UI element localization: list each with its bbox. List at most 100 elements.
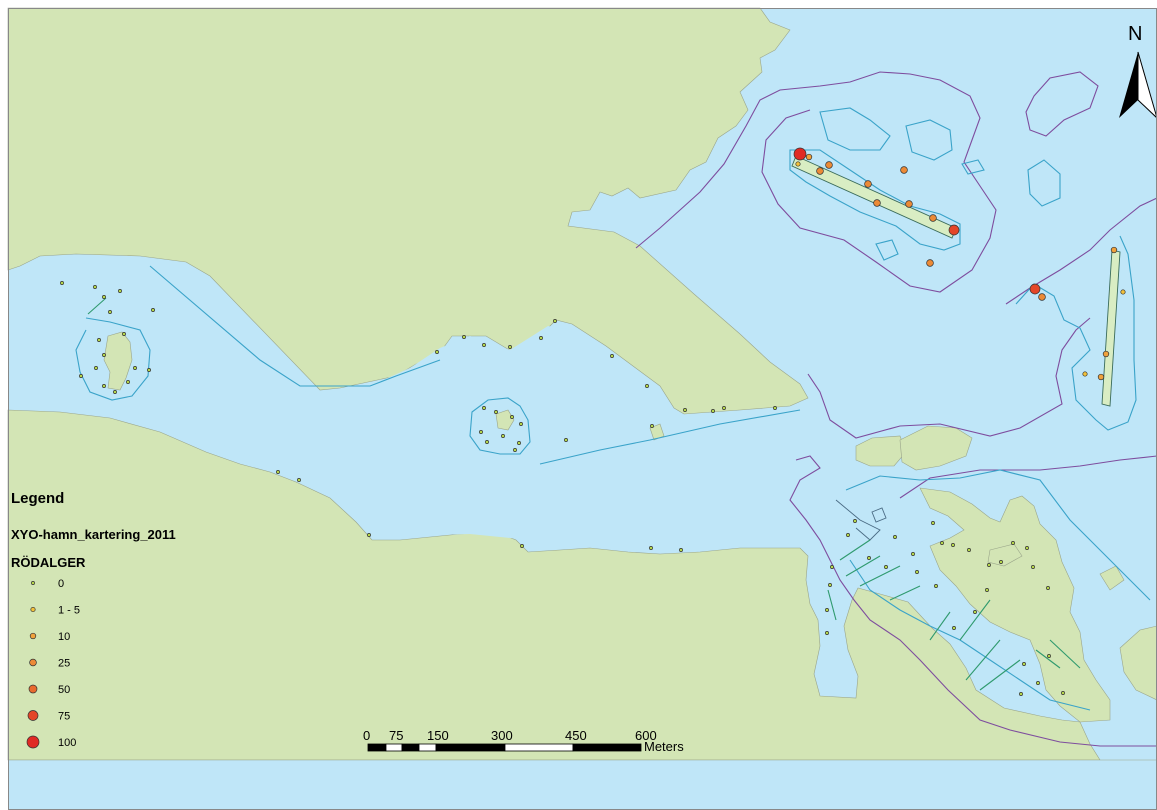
sample-point xyxy=(93,285,97,289)
contour-deep-channel xyxy=(807,317,1091,439)
legend-symbol xyxy=(29,658,37,667)
sample-point xyxy=(645,384,649,388)
legend-symbol xyxy=(26,735,40,749)
legend-symbol xyxy=(31,581,35,585)
sample-point xyxy=(1011,541,1015,545)
legend-label: 10 xyxy=(58,631,70,643)
scale-segment xyxy=(572,743,642,752)
legend-symbol xyxy=(27,710,39,721)
sample-point xyxy=(1097,373,1105,381)
scale-tick-label: 0 xyxy=(363,728,370,743)
contour-deep-ring xyxy=(1025,71,1099,137)
sample-point xyxy=(1110,246,1118,254)
sample-point xyxy=(1036,681,1040,685)
sample-point xyxy=(519,422,523,426)
contour-shallow-ring-1 xyxy=(819,107,891,151)
sample-point xyxy=(900,166,908,174)
sample-point xyxy=(893,535,897,539)
sample-point xyxy=(825,161,833,169)
sample-point xyxy=(102,353,106,357)
north-label: N xyxy=(1128,23,1142,45)
contour-shallow-north-isl xyxy=(789,149,961,251)
contour-dark-fringe xyxy=(835,499,881,541)
sample-point xyxy=(276,470,280,474)
sample-point xyxy=(973,610,977,614)
sample-point xyxy=(853,519,857,523)
sample-point xyxy=(864,180,872,188)
scale-tick-label: 75 xyxy=(389,728,403,743)
sample-point xyxy=(951,543,955,547)
sample-point xyxy=(711,409,715,413)
sample-point xyxy=(952,626,956,630)
sample-point xyxy=(126,380,130,384)
land-se-complex xyxy=(919,487,1111,723)
sample-point xyxy=(683,408,687,412)
sample-point xyxy=(462,335,466,339)
sample-points xyxy=(60,147,1126,696)
sample-point xyxy=(867,556,871,560)
sample-point xyxy=(915,570,919,574)
sample-point xyxy=(610,354,614,358)
sample-point xyxy=(118,289,122,293)
legend-layer: XYO-hamn_kartering_2011 xyxy=(11,527,176,542)
scale-tick-label: 300 xyxy=(491,728,513,743)
sample-point xyxy=(564,438,568,442)
legend: Legend XYO-hamn_kartering_2011 RÖDALGER … xyxy=(11,490,176,749)
sample-point xyxy=(108,310,112,314)
land-se-islet-2 xyxy=(1119,625,1157,701)
sample-point xyxy=(805,153,813,161)
sample-point xyxy=(795,161,801,167)
sample-point xyxy=(884,565,888,569)
sample-point xyxy=(905,200,913,208)
sample-point xyxy=(60,281,64,285)
sample-point xyxy=(513,448,517,452)
contour-deep-se xyxy=(899,455,1157,499)
sample-point xyxy=(649,546,653,550)
sample-point xyxy=(147,368,151,372)
sample-point xyxy=(102,384,106,388)
sample-point xyxy=(1019,692,1023,696)
legend-symbol xyxy=(28,684,38,694)
sample-point xyxy=(517,441,521,445)
sample-point xyxy=(773,406,777,410)
sample-point xyxy=(79,374,83,378)
sample-point xyxy=(501,434,505,438)
sample-point xyxy=(102,295,106,299)
scale-segment xyxy=(435,743,506,752)
land-island-central xyxy=(495,409,515,431)
sample-point xyxy=(482,343,486,347)
sample-point xyxy=(722,406,726,410)
contour-deep-main xyxy=(635,71,997,293)
legend-symbol xyxy=(30,606,36,613)
legend-label: 75 xyxy=(58,711,70,723)
water-central-basin xyxy=(60,262,850,540)
sample-point xyxy=(113,390,117,394)
sample-point xyxy=(297,478,301,482)
land-island-west xyxy=(103,331,133,391)
contour-shallow-basin-rim xyxy=(149,265,441,387)
sample-point xyxy=(479,430,483,434)
north-arrow: N xyxy=(1119,23,1157,119)
sample-point xyxy=(911,552,915,556)
sample-point xyxy=(133,366,137,370)
scale-tick-label: 600 xyxy=(635,728,657,743)
sample-point xyxy=(1029,283,1041,295)
contour-shallow-east xyxy=(1015,235,1137,431)
scale-segment xyxy=(504,743,574,752)
sample-point xyxy=(1025,546,1029,550)
sample-point xyxy=(151,308,155,312)
sample-point xyxy=(508,345,512,349)
sample-point xyxy=(539,336,543,340)
sample-point xyxy=(482,406,486,410)
sample-point xyxy=(485,440,489,444)
contour-shallow-rim-2 xyxy=(539,409,801,465)
sample-point xyxy=(931,521,935,525)
contour-shallow-ring-3 xyxy=(1027,159,1061,207)
scale-segments xyxy=(367,743,642,752)
sample-point xyxy=(873,199,881,207)
sample-point xyxy=(825,631,829,635)
scale-unit: Meters xyxy=(644,739,684,754)
